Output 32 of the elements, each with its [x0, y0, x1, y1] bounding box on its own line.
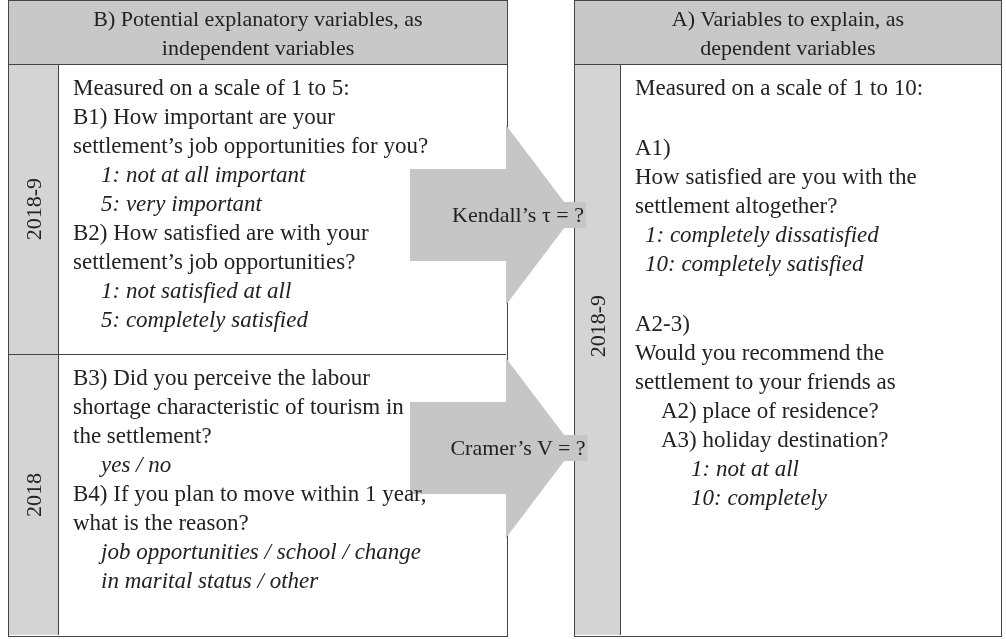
question-text: A2-3) — [635, 310, 691, 338]
question-text: A3) holiday destination? — [661, 426, 890, 454]
edge-label: Kendall’s τ = ? — [450, 202, 586, 228]
question-text: Measured on a scale of 1 to 5: — [73, 74, 351, 102]
year-label: 2018-9 — [20, 178, 47, 241]
question-text: B3) Did you perceive the labour shortage characteristic of tourism in the settlement? — [73, 364, 405, 450]
question-text: How satisfied are you with the settlement altogether? — [635, 163, 918, 220]
year-label: 2018 — [20, 473, 47, 517]
question-text: B4) If you plan to move within 1 year, what is the reason? — [73, 480, 428, 537]
question-text: Would you recommend the settlement to your friends as — [635, 339, 897, 396]
question-text: A2) place of residence? — [661, 397, 880, 425]
question-text: A1) — [635, 134, 672, 162]
answer-scale: 10: completely satisfied — [645, 250, 865, 278]
column-header: B) Potential explanatory variables, as independent variables — [9, 1, 507, 65]
question-text: B2) How satisfied are with your settlement’s job opportunities? — [73, 219, 370, 276]
answer-scale: 1: completely dissatisfied — [645, 221, 880, 249]
answer-scale: 1: not satisfied at all — [101, 277, 293, 305]
question-text: Measured on a scale of 1 to 10: — [635, 74, 925, 102]
year-band — [9, 355, 59, 635]
answer-scale: 10: completely — [691, 484, 829, 512]
answer-scale: 1: not at all — [691, 455, 800, 483]
answer-scale: 5: very important — [101, 190, 264, 218]
column-header: A) Variables to explain, as dependent variables — [575, 1, 1001, 65]
edge-label: Cramer’s V = ? — [448, 435, 588, 461]
year-label: 2018-9 — [584, 295, 611, 358]
answer-scale: 5: completely satisfied — [101, 306, 309, 334]
table-panel — [574, 0, 1002, 637]
answer-scale: yes / no — [101, 451, 173, 479]
year-band — [9, 65, 59, 355]
question-text: B1) How important are your settlement’s job opportunities for you? — [73, 103, 430, 160]
answer-scale: 1: not at all important — [101, 161, 307, 189]
year-band — [575, 65, 621, 635]
